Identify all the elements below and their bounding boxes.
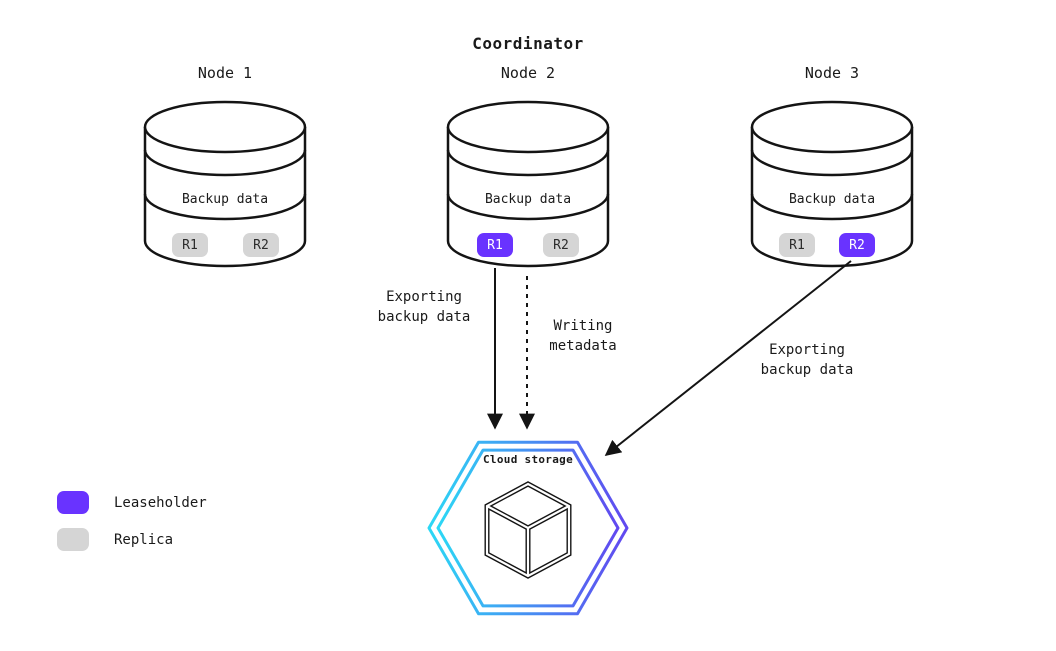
replica-legend-label: Replica: [114, 531, 174, 548]
export-backup-label-node2: Exporting backup data: [377, 289, 471, 325]
cloud-storage-label: Cloud storage: [483, 453, 573, 466]
leaseholder-swatch-icon: [57, 491, 89, 514]
writing-metadata-label: Writing metadata: [549, 318, 617, 354]
node2-replica-r2-badge: R2: [543, 233, 579, 257]
legend-row-replica: Replica: [57, 528, 207, 551]
leaseholder-legend-label: Leaseholder: [114, 494, 207, 511]
node1-database-cylinder-icon: [143, 100, 307, 268]
node1-label: Node 1: [197, 64, 253, 82]
cube-icon: [484, 481, 572, 579]
node3-replica-r1-badge: R1: [779, 233, 815, 257]
node3-leaseholder-r2-badge: R2: [839, 233, 875, 257]
node2-leaseholder-r1-badge: R1: [477, 233, 513, 257]
replica-swatch-icon: [57, 528, 89, 551]
node3-backup-data-label: Backup data: [788, 192, 876, 207]
coordinator-title: Coordinator: [472, 34, 584, 53]
node2-label: Node 2: [500, 64, 556, 82]
legend: Leaseholder Replica: [57, 491, 207, 565]
node3-database-cylinder-icon: [750, 100, 914, 268]
legend-row-leaseholder: Leaseholder: [57, 491, 207, 514]
node2-database-cylinder-icon: [446, 100, 610, 268]
export-backup-arrow-node3: [604, 260, 852, 456]
node1-replica-r2-badge: R2: [243, 233, 279, 257]
node2-backup-data-label: Backup data: [484, 192, 572, 207]
node1-backup-data-label: Backup data: [181, 192, 269, 207]
node1-replica-r1-badge: R1: [172, 233, 208, 257]
export-backup-label-node3: Exporting backup data: [760, 342, 854, 378]
node3-label: Node 3: [804, 64, 860, 82]
